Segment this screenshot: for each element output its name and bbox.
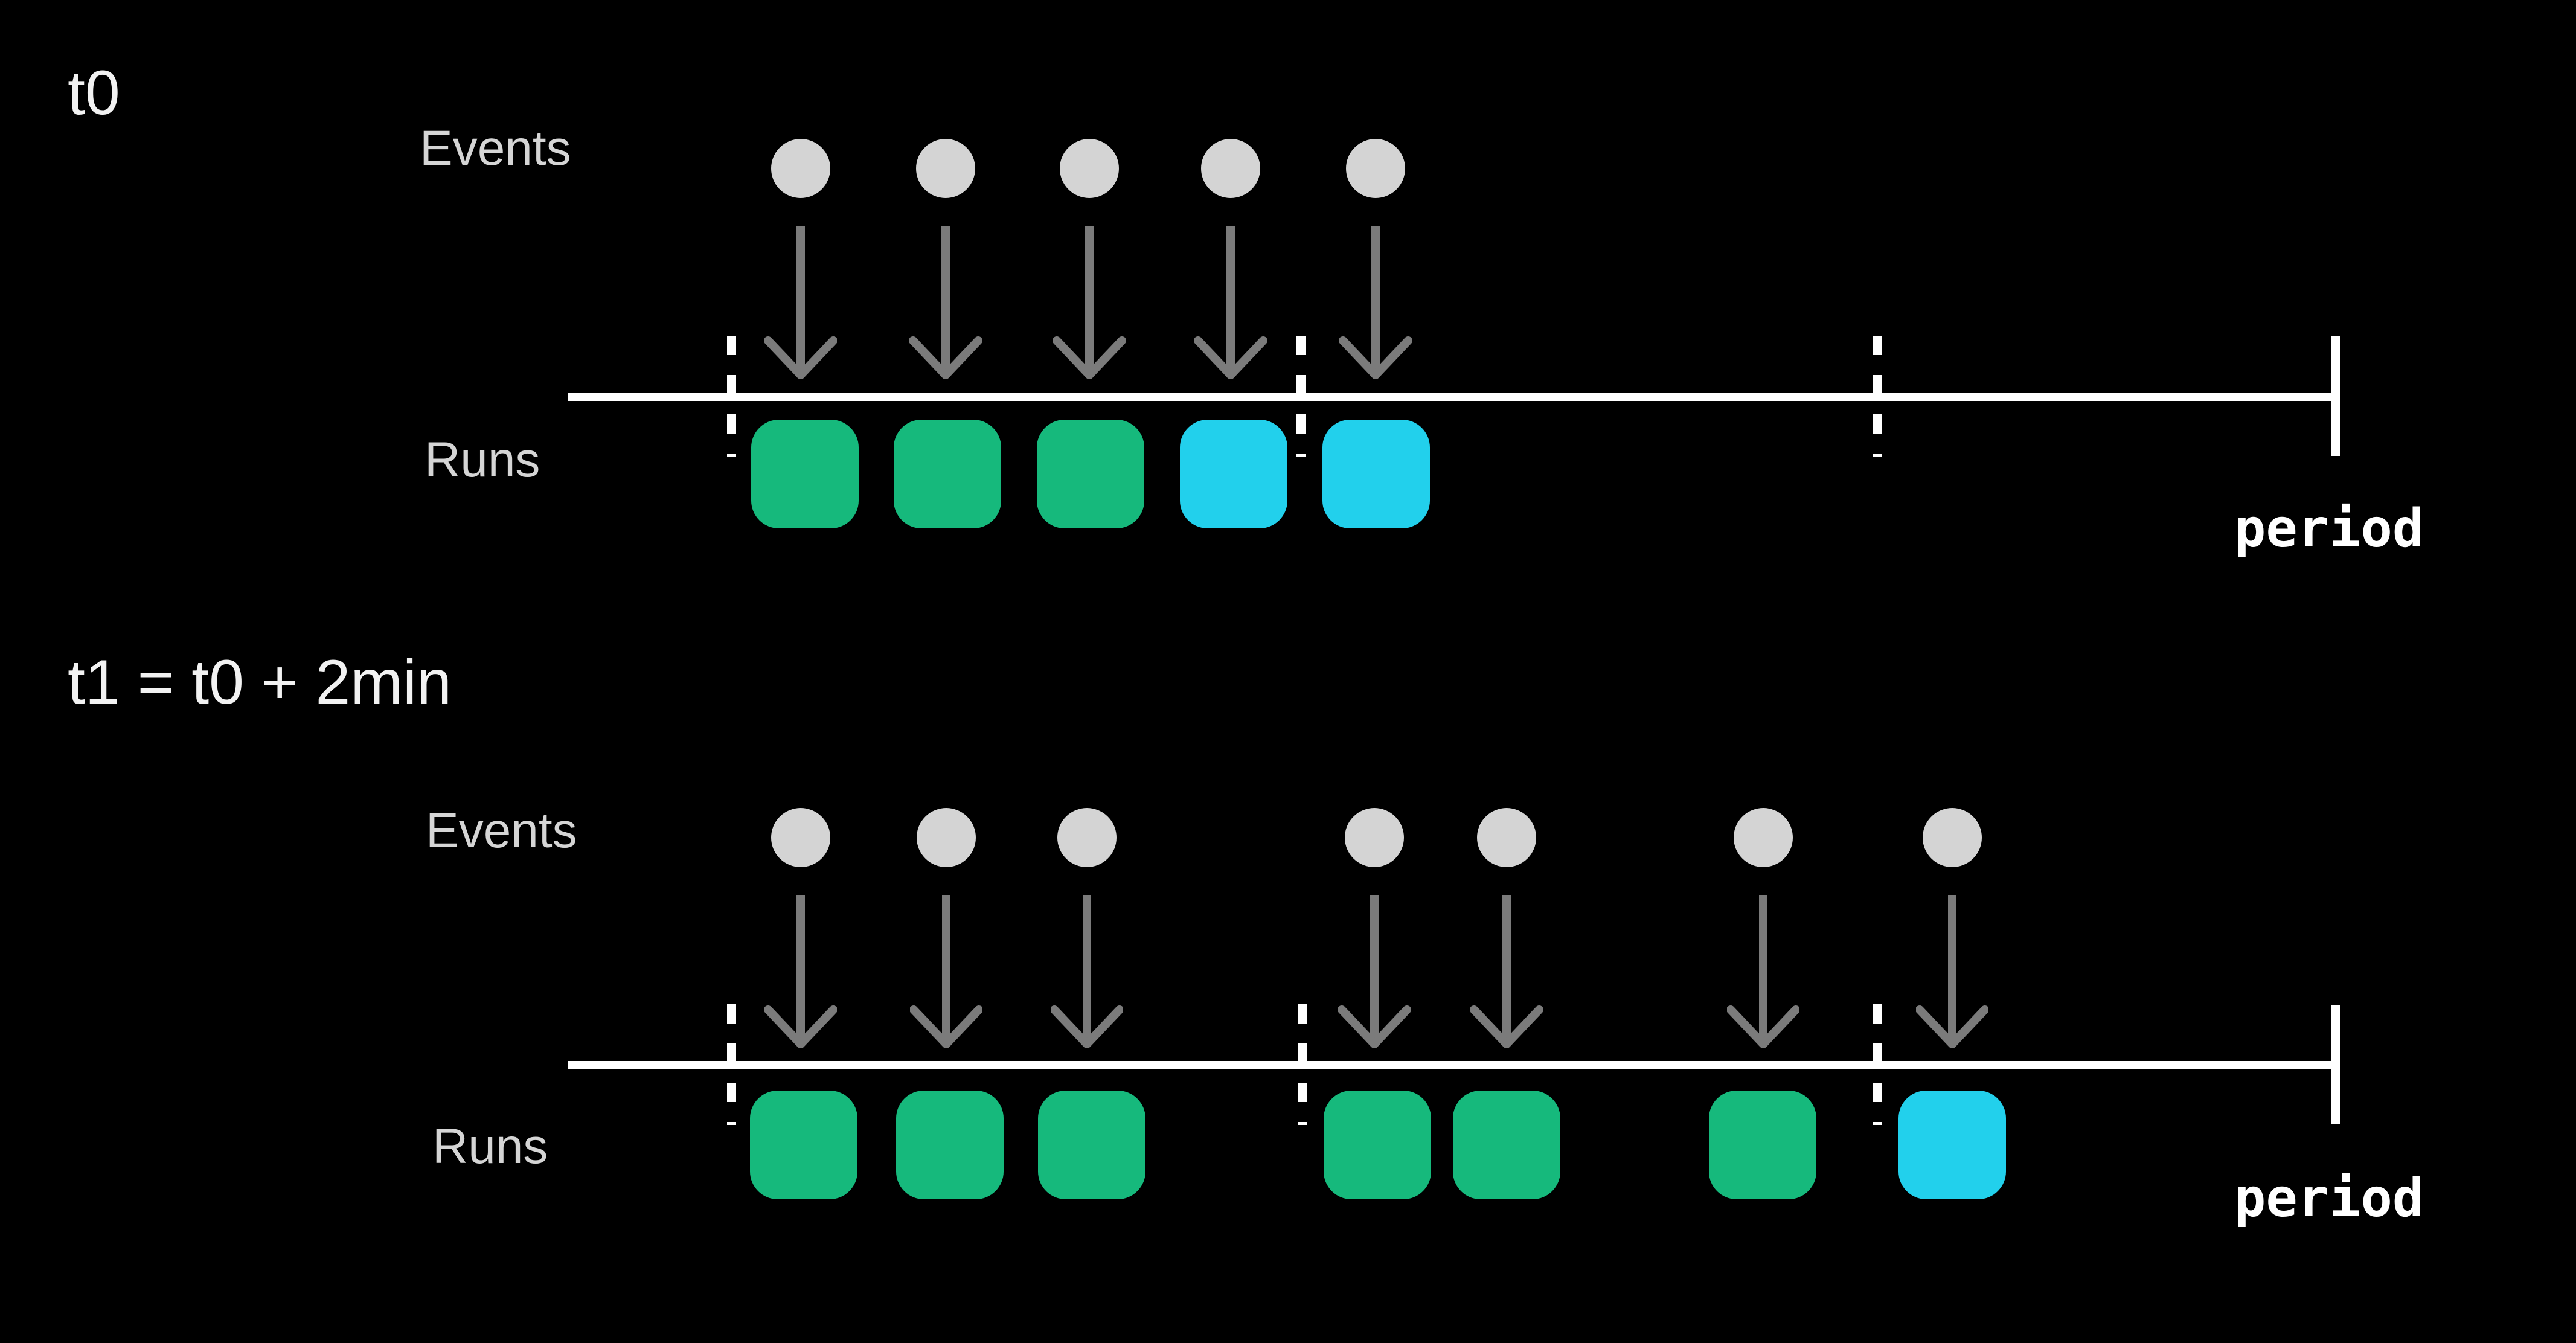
period-boundary-tick [1872,336,1882,457]
run-cyan-square [1898,1091,2006,1199]
period-end-tick [2330,336,2340,456]
event-dot [917,808,976,867]
events-row-label: Events [420,121,571,176]
event-arrow-down-icon [764,226,837,383]
event-arrow-down-icon [1051,895,1123,1052]
run-green-square [1324,1091,1431,1199]
event-dot [1345,808,1404,867]
run-green-square [1709,1091,1816,1199]
event-arrow-down-icon [1727,895,1799,1052]
run-green-square [1453,1091,1560,1199]
event-arrow-down-icon [1053,226,1126,383]
event-dot [1734,808,1793,867]
runs-row-label: Runs [425,432,540,487]
events-row-label: Events [426,803,577,858]
event-arrow-down-icon [1339,226,1412,383]
period-label: period [2234,1167,2424,1229]
period-boundary-tick [1296,336,1306,457]
run-green-square [750,1091,857,1199]
period-end-tick [2330,1005,2340,1124]
period-boundary-tick [726,1004,736,1125]
timeline-axis [568,393,2336,401]
run-green-square [894,420,1001,528]
event-dot [1923,808,1982,867]
event-arrow-down-icon [1338,895,1411,1052]
event-dot [1201,139,1260,198]
event-arrow-down-icon [909,226,982,383]
run-green-square [896,1091,1004,1199]
event-dot [1057,808,1117,867]
event-arrow-down-icon [910,895,982,1052]
event-dot [1346,139,1405,198]
period-boundary-tick [1872,1004,1882,1125]
event-arrow-down-icon [1470,895,1543,1052]
section-title: t0 [68,58,120,128]
period-label: period [2234,498,2424,559]
run-green-square [1038,1091,1145,1199]
event-arrow-down-icon [764,895,837,1052]
section-title: t1 = t0 + 2min [68,647,452,717]
event-dot [771,808,830,867]
period-boundary-tick [726,336,736,457]
event-dot [916,139,975,198]
event-dot [771,139,830,198]
run-cyan-square [1180,420,1287,528]
event-arrow-down-icon [1194,226,1267,383]
timeline-axis [568,1061,2336,1069]
run-green-square [751,420,859,528]
period-boundary-tick [1297,1004,1307,1125]
run-cyan-square [1322,420,1430,528]
run-green-square [1037,420,1144,528]
event-arrow-down-icon [1916,895,1988,1052]
event-dot [1477,808,1536,867]
runs-row-label: Runs [432,1119,548,1174]
event-dot [1060,139,1119,198]
